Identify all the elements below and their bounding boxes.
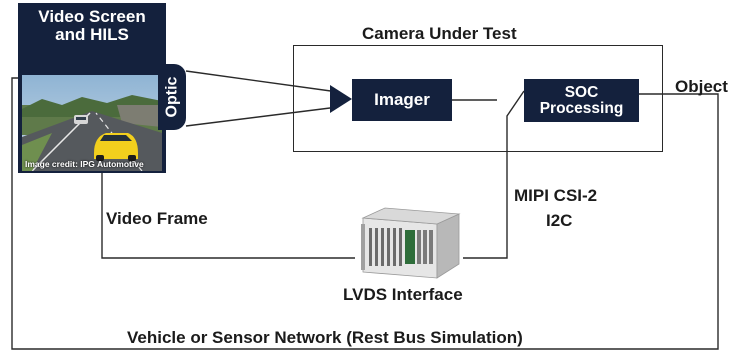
driving-scene-illustration xyxy=(22,75,162,171)
video-screen-title-line1: Video Screen xyxy=(38,7,146,26)
optic-upper-line xyxy=(185,70,339,93)
optic-lower-line xyxy=(185,106,339,127)
vehicle-network-label: Vehicle or Sensor Network (Rest Bus Simu… xyxy=(127,328,523,347)
video-frame-label: Video Frame xyxy=(106,209,208,228)
image-credit: Image credit: IPG Automotive xyxy=(25,159,144,169)
camera-under-test-title: Camera Under Test xyxy=(362,24,517,43)
soc-label-line1: SOC xyxy=(564,83,599,101)
arrow-head-icon xyxy=(330,85,352,113)
video-screen-block: Video Screen and HILS Image credit: xyxy=(18,3,166,173)
driving-scene-image: Image credit: IPG Automotive xyxy=(22,75,162,171)
rack-chassis-icon xyxy=(355,204,463,282)
camera-under-test-box xyxy=(293,45,663,152)
i2c-label: I2C xyxy=(546,211,573,230)
optic-label: Optic xyxy=(158,64,186,130)
optic-tab xyxy=(158,64,186,130)
video-frame-line xyxy=(101,173,355,259)
lvds-device-illustration xyxy=(361,207,461,279)
lvds-interface-label: LVDS Interface xyxy=(343,285,463,304)
soc-label-line2: Processing xyxy=(539,99,624,117)
video-screen-title-line2: and HILS xyxy=(55,25,129,44)
soc-processing-block: SOC Processing xyxy=(524,79,639,122)
object-label: Object xyxy=(675,77,728,96)
video-screen-title: Video Screen and HILS xyxy=(18,8,166,44)
optic-label-text: Optic xyxy=(163,76,181,118)
imager-block: Imager xyxy=(352,79,452,121)
mipi-line xyxy=(463,90,525,259)
mipi-label: MIPI CSI-2 xyxy=(514,186,598,205)
imager-label: Imager xyxy=(374,90,430,109)
network-loop-line xyxy=(11,77,719,350)
